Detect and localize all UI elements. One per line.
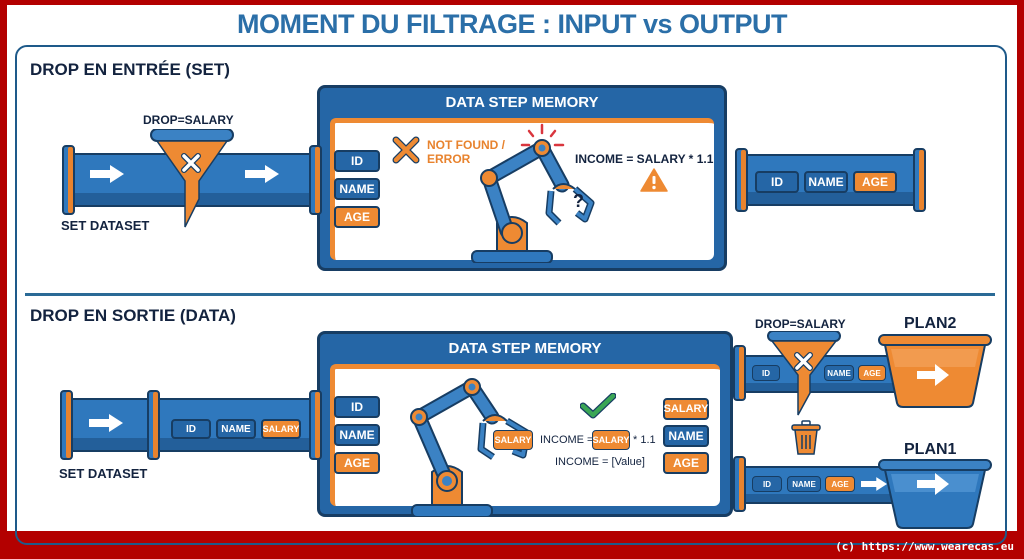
copyright-footer: (c) https://www.wearecas.eu <box>835 540 1014 553</box>
formula-input: INCOME = SALARY * 1.1 <box>575 152 714 166</box>
memory-title: DATA STEP MEMORY <box>448 340 602 357</box>
var-tag-name: NAME <box>334 424 380 446</box>
source-label-input: SET DATASET <box>61 218 150 233</box>
formula-suffix: * 1.1 <box>633 434 656 446</box>
warning-icon <box>640 168 668 192</box>
var-tag-age: AGE <box>858 365 886 381</box>
pipe-flange <box>733 345 746 401</box>
var-tag-name: NAME <box>663 425 709 447</box>
var-tag-name: NAME <box>334 178 380 200</box>
pipe-flange <box>60 390 73 460</box>
var-tag-name: NAME <box>804 171 848 193</box>
plan1-bucket <box>878 459 992 529</box>
var-tag-age: AGE <box>334 206 380 228</box>
check-icon <box>580 393 616 419</box>
arrow-right-icon <box>245 165 279 183</box>
plan1-label: PLAN1 <box>904 441 957 458</box>
gripped-var-salary: SALARY <box>493 430 533 450</box>
trash-icon <box>791 420 821 455</box>
formula-var-salary: SALARY <box>592 430 630 450</box>
source-label-output: SET DATASET <box>59 466 148 481</box>
var-tag-id: ID <box>752 365 780 381</box>
var-tag-id: ID <box>171 419 211 439</box>
pipe-flange <box>733 456 746 512</box>
question-mark: ? <box>573 191 584 211</box>
page-title: MOMENT DU FILTRAGE : INPUT vs OUTPUT <box>237 9 788 39</box>
pipe-flange <box>309 390 322 460</box>
section-divider <box>25 293 995 296</box>
section-heading-output: DROP EN SORTIE (DATA) <box>30 306 236 325</box>
var-tag-age: AGE <box>334 452 380 474</box>
pipe-flange <box>309 145 322 215</box>
formula-prefix: INCOME = <box>540 434 594 446</box>
var-tag-name: NAME <box>787 476 821 492</box>
funnel-x-icon <box>150 129 234 228</box>
pipe-flange <box>735 148 748 212</box>
arrow-right-icon <box>90 165 124 183</box>
var-tag-salary: SALARY <box>261 419 301 439</box>
error-x-icon <box>392 136 420 164</box>
formula-result: INCOME = [Value] <box>555 456 645 468</box>
var-tag-age: AGE <box>663 452 709 474</box>
plan2-label: PLAN2 <box>904 315 957 332</box>
pipe-flange <box>147 390 160 460</box>
plan2-bucket <box>878 334 992 408</box>
pipe-flange <box>62 145 75 215</box>
diagram-canvas: MOMENT DU FILTRAGE : INPUT vs OUTPUT DRO… <box>7 5 1017 545</box>
data-step-memory-output: DATA STEP MEMORY <box>317 331 733 517</box>
funnel-x-icon <box>767 331 841 416</box>
var-tag-id: ID <box>334 150 380 172</box>
robot-arm-icon <box>471 123 595 263</box>
filter-label-output: DROP=SALARY <box>755 317 846 331</box>
var-tag-id: ID <box>752 476 782 492</box>
error-label: NOT FOUND / ERROR <box>427 138 505 166</box>
var-tag-salary: SALARY <box>663 398 709 420</box>
var-tag-name: NAME <box>216 419 256 439</box>
var-tag-name: NAME <box>824 365 854 381</box>
diagram-panel <box>15 45 1007 545</box>
section-heading-input: DROP EN ENTRÉE (SET) <box>30 60 230 79</box>
var-tag-id: ID <box>755 171 799 193</box>
var-tag-age: AGE <box>825 476 855 492</box>
pipe-flange <box>913 148 926 212</box>
memory-title: DATA STEP MEMORY <box>445 94 599 111</box>
arrow-right-icon <box>861 477 887 491</box>
robot-arm-icon <box>410 378 531 517</box>
var-tag-id: ID <box>334 396 380 418</box>
filter-label-input: DROP=SALARY <box>143 113 234 127</box>
arrow-right-icon <box>89 414 123 432</box>
var-tag-age: AGE <box>853 171 897 193</box>
